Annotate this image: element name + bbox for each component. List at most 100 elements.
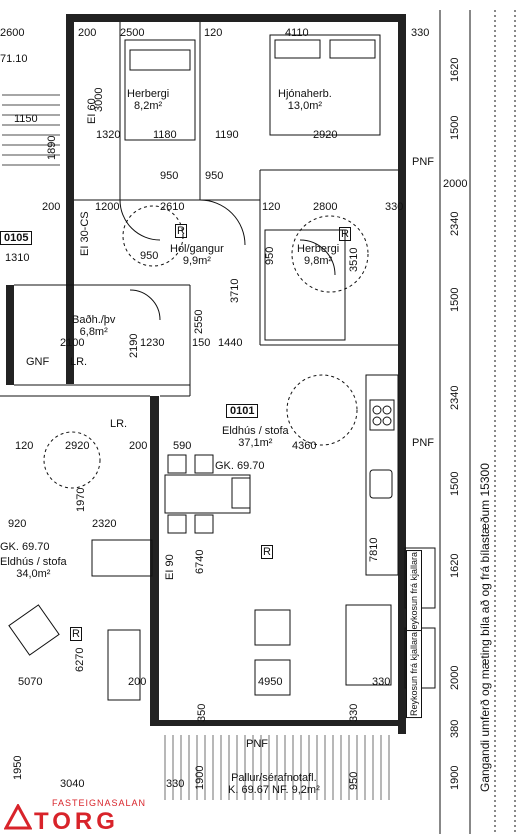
wall-outer-right [398,14,406,734]
room-name: Hjónaherb. [278,88,332,100]
dim: 200 [42,201,61,213]
room-herbergi-2: Herbergi 9,8m² [297,243,339,267]
wall-left-upper [66,14,74,384]
dim-vertical: 1900 [194,765,206,790]
logo-mark-icon [4,804,32,830]
fire-rating: EI 30-CS [79,211,91,256]
dim: 71.10 [0,53,28,65]
dim-right: 1500 [449,287,461,312]
logo-tagline: FASTEIGNASALAN [52,798,147,808]
dim-vertical: 950 [348,771,360,790]
room-herbergi-1: Herbergi 8,2m² [127,88,169,112]
room-name: Pallur/sérafnotafl. [231,772,317,784]
fire-rating: EI 90 [164,554,176,580]
dim-right: 2000 [443,178,468,190]
dim: 150 [192,337,211,349]
dim: 2920 [65,440,90,452]
dim-right: 2000 [449,665,461,690]
dim-vertical: 950 [264,246,276,265]
lr-mark: LR. [110,418,128,430]
radiator-mark: R [339,227,351,241]
dim: 2500 [120,27,145,39]
dim: 1150 [14,113,38,125]
dim-right: 380 [449,719,461,738]
dim: 330 [411,27,430,39]
room-name: Baðh./þv [72,314,116,326]
dim: 200 [78,27,97,39]
dim-vertical: 3510 [348,247,360,272]
unit-id-badge: 0101 [226,404,259,418]
dim: 590 [173,440,192,452]
road-note: Gangandi umferð og mæting bíla að og frá… [478,463,492,792]
dim: 2610 [160,201,185,213]
dim-vertical: 1970 [75,487,87,512]
dim: 2800 [313,201,338,213]
room-neighbor-eldhus: Eldhús / stofa 34,0m² [0,556,67,580]
dim-vertical: 7810 [368,537,380,562]
room-name: Eldhús / stofa [0,556,67,568]
dim: 120 [204,27,223,39]
radiator-mark: R [261,545,273,559]
gnf-mark: GNF [26,356,50,368]
dim-right: 1620 [449,553,461,578]
dim-vertical: 2550 [193,309,205,334]
dim-right: 1900 [449,765,461,790]
dim-vertical: 3710 [229,278,241,303]
gk-level: GK. 69.70 [215,460,265,472]
dim-vertical: 6270 [74,647,86,672]
room-area: 6,8m² [79,326,108,338]
level-text: K. 69.67 NF. [228,784,289,796]
dim-right: 1620 [449,57,461,82]
room-eldhus: Eldhús / stofa 37,1m² [222,425,289,449]
wall-bottom [150,720,406,726]
area-text: 9,2m² [291,784,320,796]
company-logo: FASTEIGNASALAN TORG [0,796,160,835]
dim: 120 [15,440,34,452]
dim: 4950 [258,676,283,688]
dim: 2320 [92,518,117,530]
radiator-mark: R [70,627,82,641]
vent-note: Reykosun frá kjallara [406,550,422,639]
dim: 330 [166,778,185,790]
dim: 330 [372,676,391,688]
dim-vertical: 330 [348,703,360,722]
dim-vertical: 350 [196,703,208,722]
wall-neighbor-left [6,285,14,385]
dim: 330 [385,201,404,213]
fire-rating: EI 60 [86,98,98,124]
dim-vertical: 6740 [194,549,206,574]
room-name: Herbergi [297,243,340,255]
room-area: 8,2m² [134,100,163,112]
radiator-mark: R [175,224,187,238]
pnf-mark: PNF [412,437,434,449]
dim: 950 [160,170,179,182]
room-level: K. 69.67 NF. 9,2m² [228,784,320,796]
dim: 1310 [5,252,30,264]
wall-outer-top [66,14,406,22]
dim: 5070 [18,676,43,688]
room-area: 9,8m² [304,255,333,267]
dim: 2920 [313,129,338,141]
dim: 1190 [215,129,239,141]
dim-right: 2340 [449,385,461,410]
dim: 1320 [96,129,121,141]
room-area: 37,1m² [238,437,273,449]
dim: 1180 [153,129,177,141]
dim: 1440 [218,337,243,349]
dim-vertical: 1950 [12,755,24,780]
wall-party [150,396,159,726]
dim: 1200 [95,201,120,213]
pnf-mark: PNF [246,738,268,750]
dim-vertical: 2190 [128,333,140,358]
dim: 3040 [60,778,85,790]
dim: 200 [128,676,147,688]
room-area: 9,9m² [182,255,211,267]
dim: 950 [205,170,224,182]
logo-name: TORG [34,808,119,835]
pnf-mark: PNF [412,156,434,168]
dim: 120 [262,201,281,213]
vent-note: Reykosun frá kjallara [406,630,422,719]
dim: 1230 [140,337,165,349]
neighbor-gk-level: GK. 69.70 [0,541,50,553]
